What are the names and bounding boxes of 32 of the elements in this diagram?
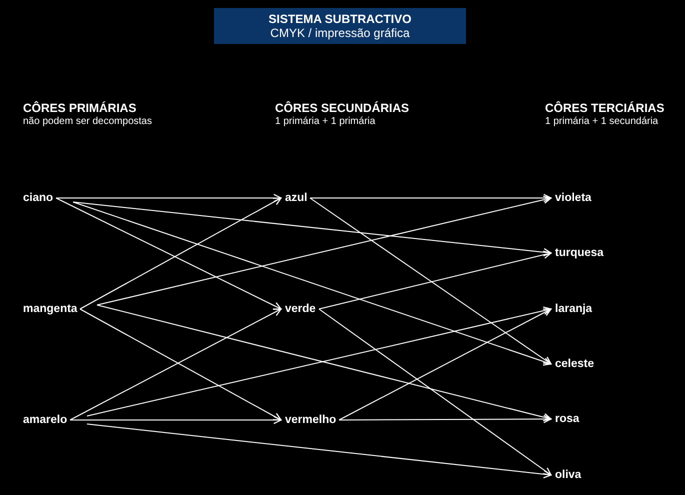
column-subheading: 1 primária + 1 primária <box>275 116 376 128</box>
color-label: laranja <box>555 302 592 316</box>
title: SISTEMA SUBTRACTIVO <box>268 12 412 26</box>
arrow <box>338 414 552 424</box>
column-heading: CÔRES TERCIÁRIAS <box>545 101 664 115</box>
color-label: rosa <box>555 412 580 426</box>
arrow <box>72 202 552 366</box>
color-label: celeste <box>555 357 594 371</box>
subtitle: CMYK / impressão gráfica <box>270 26 410 40</box>
arrow <box>70 416 282 424</box>
color-label: azul <box>285 191 308 205</box>
arrow <box>86 424 552 478</box>
color-label: violeta <box>555 191 592 205</box>
arrow <box>318 250 552 310</box>
arrow <box>310 194 552 202</box>
color-label: turquesa <box>555 246 604 260</box>
arrow <box>56 194 282 202</box>
color-label: vermelho <box>285 413 336 427</box>
column-heading: CÔRES SECUNDÁRIAS <box>275 101 410 115</box>
color-label: oliva <box>555 468 582 482</box>
color-label: ciano <box>23 191 54 205</box>
arrow <box>72 202 552 256</box>
arrow <box>310 198 552 365</box>
arrow <box>96 196 552 306</box>
column-subheading: 1 primária + 1 secundária <box>545 116 658 128</box>
color-label: mangenta <box>23 302 78 316</box>
column-heading: CÔRES PRIMÁRIAS <box>23 101 136 115</box>
color-label: verde <box>285 302 316 316</box>
color-label: amarelo <box>23 413 68 427</box>
arrow <box>338 308 552 420</box>
arrow <box>318 308 552 476</box>
column-subheading: não podem ser decompostas <box>23 116 152 128</box>
